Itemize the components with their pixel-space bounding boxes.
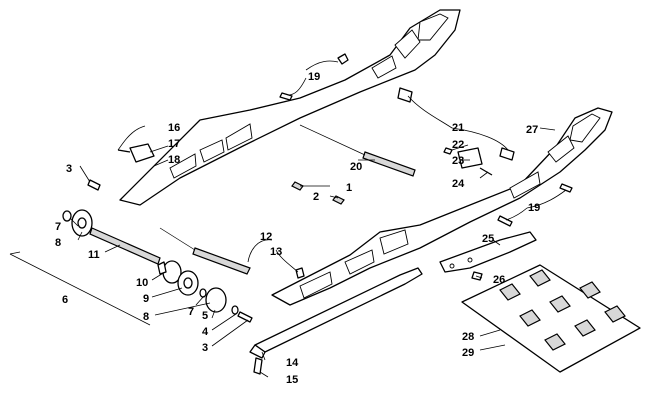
callout-25: 25: [482, 233, 494, 245]
callout-16: 16: [168, 122, 180, 134]
callout-12: 12: [260, 231, 272, 243]
callout-23: 23: [452, 155, 464, 167]
callout-19a: 19: [308, 71, 320, 83]
callout-10: 10: [136, 277, 148, 289]
callout-19b: 19: [528, 202, 540, 214]
rear-axle-assembly: [62, 209, 253, 323]
cross-shafts: [159, 124, 416, 275]
callout-7b: 7: [188, 306, 194, 318]
callout-11: 11: [88, 249, 100, 261]
callout-13: 13: [270, 246, 282, 258]
callout-6: 6: [62, 294, 68, 306]
callout-17: 17: [168, 138, 180, 150]
callout-8b: 8: [143, 311, 149, 323]
callout-3a: 3: [66, 163, 72, 175]
upper-side-rail: [119, 9, 461, 206]
callout-22: 22: [452, 139, 464, 151]
callout-29: 29: [462, 347, 474, 359]
callout-21: 21: [452, 122, 464, 134]
pad-plate: [461, 264, 641, 373]
callout-3b: 3: [202, 342, 208, 354]
bracket: [439, 231, 537, 273]
callout-2: 2: [313, 191, 319, 203]
callout-9: 9: [143, 293, 149, 305]
callout-8a: 8: [55, 237, 61, 249]
callout-28: 28: [462, 331, 474, 343]
callout-18: 18: [168, 154, 180, 166]
leader-lines: [9, 60, 567, 378]
callout-14: 14: [286, 357, 299, 369]
lower-side-rail: [271, 107, 613, 306]
hardware: [87, 53, 573, 375]
callout-1: 1: [346, 182, 352, 194]
callout-20: 20: [350, 161, 362, 173]
callout-labels: 1 2 3 3 4 5 6 7 7 8 8 9 10 11 12 13 14 1…: [55, 71, 540, 386]
callout-5: 5: [202, 310, 208, 322]
callout-15: 15: [286, 374, 298, 386]
callout-27: 27: [526, 124, 538, 136]
callout-26: 26: [493, 274, 505, 286]
callout-4: 4: [202, 326, 209, 338]
slide-rail: [249, 267, 423, 359]
callout-7a: 7: [55, 221, 61, 233]
callout-24: 24: [452, 178, 465, 190]
